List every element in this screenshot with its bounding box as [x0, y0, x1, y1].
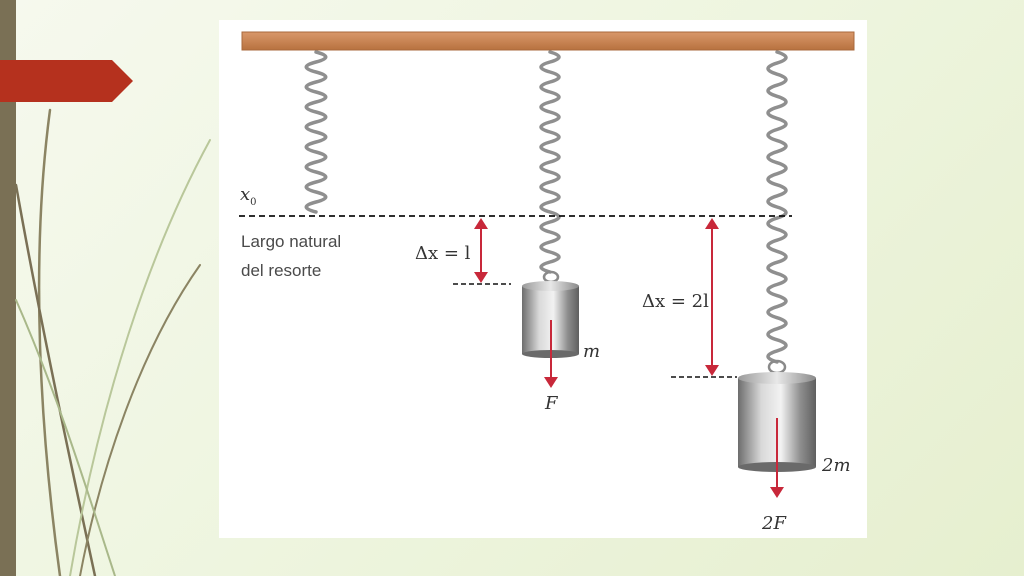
force-2f-arrow [770, 418, 784, 498]
ceiling-beam [241, 31, 855, 51]
delta-2l-arrow [705, 218, 719, 376]
delta-l-arrow [474, 218, 488, 283]
mass-m-label: m [583, 341, 600, 362]
force-f-arrow [544, 320, 558, 388]
spring-stretched-2l [766, 50, 788, 364]
force-f-label: F [544, 393, 559, 414]
natural-length-label: Largo natural [241, 232, 341, 251]
x0-label: x0 [240, 184, 257, 208]
spring-stretched-l [539, 50, 561, 274]
delta-l-label: Δx = l [415, 243, 471, 264]
left-accent-bar [0, 0, 16, 576]
spring-diagram-panel: x0 Largo natural del resorte Δx = l Δx =… [219, 20, 867, 538]
delta-2l-label: Δx = 2l [642, 291, 709, 312]
title-accent-tab [0, 60, 133, 102]
mass-2m-label: 2m [821, 455, 851, 476]
natural-length-label-2: del resorte [241, 261, 321, 280]
spring-diagram: x0 Largo natural del resorte Δx = l Δx =… [239, 31, 855, 534]
spring-natural [304, 50, 328, 214]
force-2f-label: 2F [761, 513, 787, 534]
decorative-grass-strokes [14, 108, 211, 576]
